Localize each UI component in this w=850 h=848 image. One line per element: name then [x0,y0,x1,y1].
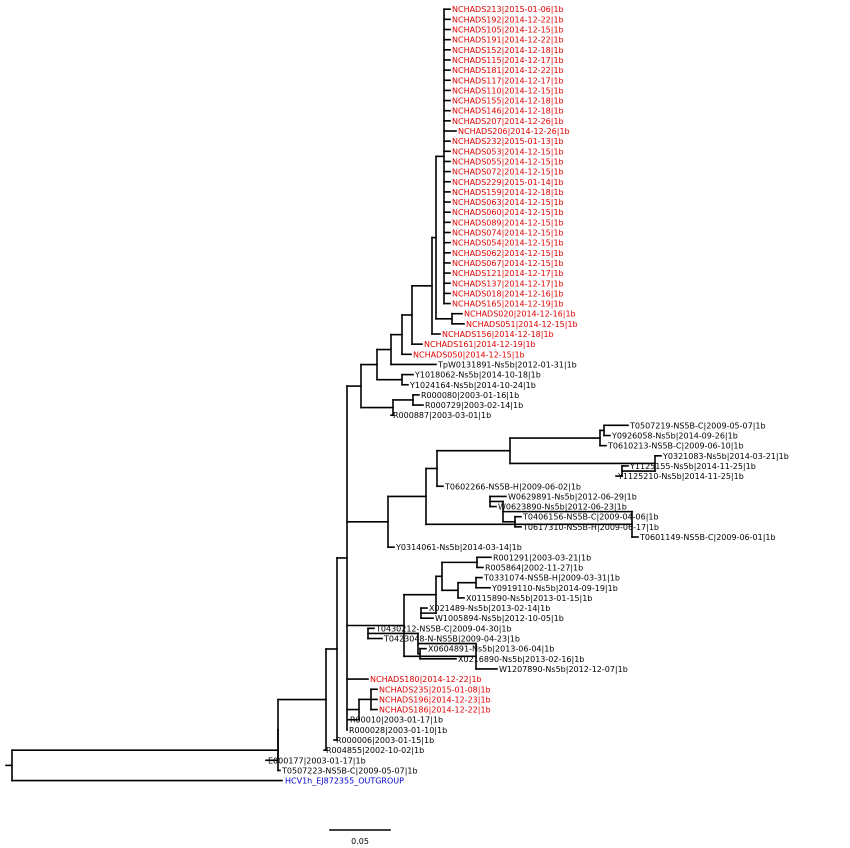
tree-branches [5,8,662,782]
tip-label: NCHADS181|2014-12-22|1b [452,66,564,75]
tip-label: NCHADS115|2014-12-17|1b [452,56,564,65]
tip-label: X0216890-Ns5b|2013-02-16|1b [458,655,584,664]
tip-label: T0507223-NS5B-C|2009-05-07|1b [281,766,418,775]
tip-label: T0331074-NS5B-H|2009-03-31|1b [483,574,620,583]
tip-label: T0610213-NS5B-C|2009-06-10|1b [607,442,744,451]
tip-label: NCHADS180|2014-12-22|1b [370,675,482,684]
tip-label: Y0321083-Ns5b|2014-03-21|1b [662,452,789,461]
tip-label: NCHADS121|2014-12-17|1b [452,269,564,278]
tip-label: R005864|2002-11-27|1b [485,563,583,572]
tip-label: NCHADS063|2014-12-15|1b [452,198,564,207]
tip-label: T0617310-NS5B-H|2009-06-17|1b [522,523,659,532]
tip-label: HCV1h_EJ872355_OUTGROUP [285,777,404,786]
tip-label: W0623890-Ns5b|2012-06-23|1b [498,503,627,512]
tip-label: Y0919110-Ns5b|2014-09-19|1b [491,584,618,593]
tip-label: NCHADS055|2014-12-15|1b [452,157,564,166]
tip-label: W1207890-Ns5b|2012-12-07|1b [499,665,628,674]
tip-label: NCHADS165|2014-12-19|1b [452,300,564,309]
tip-label: NCHADS062|2014-12-15|1b [452,249,564,258]
tip-label: NCHADS146|2014-12-18|1b [452,107,564,116]
tip-label: NCHADS110|2014-12-15|1b [452,86,564,95]
tip-label: NCHADS053|2014-12-15|1b [452,147,564,156]
tip-label: NCHADS155|2014-12-18|1b [452,97,564,106]
tip-label: NCHADS137|2014-12-17|1b [452,279,564,288]
tip-label: R00010|2003-01-17|1b [350,716,443,725]
tip-label: T0507219-NS5B-C|2009-05-07|1b [629,421,766,430]
tip-label: R000006|2003-01-15|1b [336,736,434,745]
tip-label: NCHADS213|2015-01-06|1b [452,5,564,14]
tip-label: NCHADS117|2014-12-17|1b [452,76,564,85]
tip-label: NCHADS235|2015-01-08|1b [379,685,491,694]
tip-label: NCHADS105|2014-12-15|1b [452,26,564,35]
tip-label: Y1125155-Ns5b|2014-11-25|1b [629,462,756,471]
tip-label: NCHADS054|2014-12-15|1b [452,239,564,248]
tip-label: NCHADS196|2014-12-23|1b [379,695,491,704]
tip-label: NCHADS232|2015-01-13|1b [452,137,564,146]
tip-label: NCHADS229|2015-01-14|1b [452,178,564,187]
tip-label: NCHADS051|2014-12-15|1b [466,320,578,329]
tip-label: T0430212-NS5B-C|2009-04-30|1b [375,624,512,633]
tip-label: X021489-Ns5b|2013-02-14|1b [429,604,550,613]
tip-labels: NCHADS213|2015-01-06|1bNCHADS192|2014-12… [268,5,789,785]
tip-label: X0115890-Ns5b|2013-01-15|1b [466,594,592,603]
tip-label: R000028|2003-01-10|1b [349,726,447,735]
tip-label: NCHADS072|2014-12-15|1b [452,168,564,177]
tip-label: NCHADS074|2014-12-15|1b [452,229,564,238]
tip-label: NCHADS156|2014-12-18|1b [442,330,554,339]
tip-label: NCHADS050|2014-12-15|1b [413,350,525,359]
scale-bar: 0.05 [329,829,391,846]
scale-bar-label: 0.05 [351,837,369,846]
tip-label: NCHADS018|2014-12-16|1b [452,289,564,298]
tip-label: NCHADS186|2014-12-22|1b [379,706,491,715]
tip-label: NCHADS191|2014-12-22|1b [452,36,564,45]
tip-label: NCHADS207|2014-12-26|1b [452,117,564,126]
tip-label: TpW0131891-Ns5b|2012-01-31|1b [437,360,577,369]
tip-label: NCHADS161|2014-12-19|1b [424,340,536,349]
tip-label: R001291|2003-03-21|1b [493,553,591,562]
tip-label: T0423048-N-NS5B|2009-04-23|1b [383,635,520,644]
tip-label: Y0314061-Ns5b|2014-03-14|1b [395,543,522,552]
tip-label: E000177|2003-01-17|1b [268,756,366,765]
tip-label: NCHADS089|2014-12-15|1b [452,218,564,227]
tip-label: T0601149-NS5B-C|2009-06-01|1b [639,533,776,542]
tip-label: Y1125210-Ns5b|2014-11-25|1b [617,472,744,481]
tip-label: NCHADS152|2014-12-18|1b [452,46,564,55]
tip-label: R004855|2002-10-02|1b [326,746,424,755]
tip-label: Y1018062-Ns5b|2014-10-18|1b [414,371,541,380]
tip-label: X0604891-Ns5b|2013-06-04|1b [428,645,554,654]
tip-label: NCHADS020|2014-12-16|1b [464,310,576,319]
tip-label: R000729|2003-02-14|1b [425,401,523,410]
tip-label: T0406156-NS5B-C|2009-04-06|1b [522,513,659,522]
tip-label: W0629891-Ns5b|2012-06-29|1b [508,492,637,501]
tip-label: NCHADS192|2014-12-22|1b [452,15,564,24]
tip-label: NCHADS067|2014-12-15|1b [452,259,564,268]
tip-label: R000080|2003-01-16|1b [421,391,519,400]
tip-label: NCHADS206|2014-12-26|1b [458,127,570,136]
tip-label: Y1024164-Ns5b|2014-10-24|1b [409,381,536,390]
tip-label: NCHADS060|2014-12-15|1b [452,208,564,217]
tip-label: T0602266-NS5B-H|2009-06-02|1b [444,482,581,491]
tip-label: Y0926058-Ns5b|2014-09-26|1b [611,432,738,441]
tip-label: R000887|2003-03-01|1b [393,411,491,420]
tip-label: W1005894-Ns5b|2012-10-05|1b [435,614,564,623]
tip-label: NCHADS159|2014-12-18|1b [452,188,564,197]
